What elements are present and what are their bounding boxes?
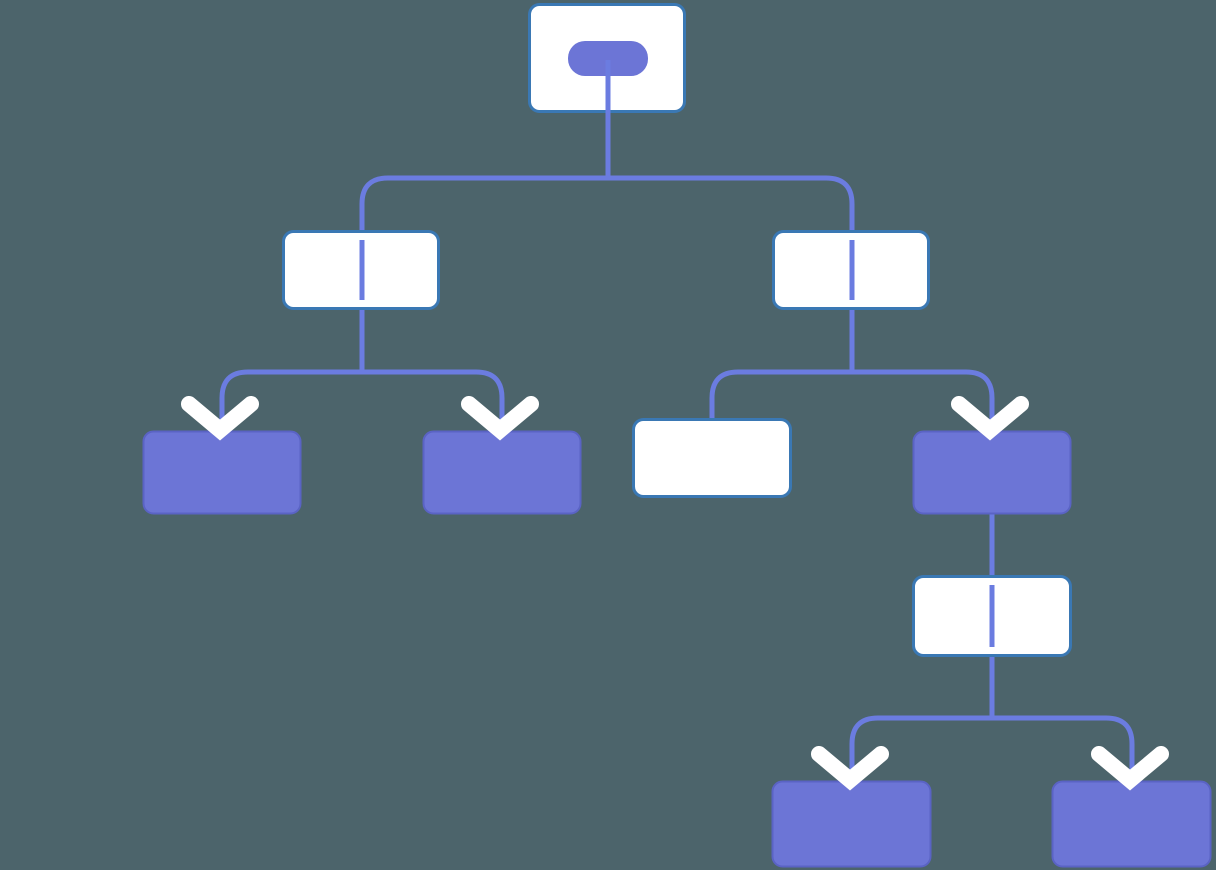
leaf-node-2-shape[interactable]: [422, 430, 582, 515]
chevron-glyph-layer: [181, 396, 1169, 791]
edge-branch-left-to-leaf-1[interactable]: [219, 369, 362, 432]
edge-root-to-branch-left[interactable]: [359, 175, 608, 312]
chevron-down-icon-leaf-1: [181, 396, 259, 441]
chevron-down-icon-leaf-5: [1091, 746, 1169, 791]
edge-overlay-layer: [359, 60, 995, 647]
leaf-node-1-shape[interactable]: [142, 430, 302, 515]
edge-branch-right-to-leaf-3[interactable]: [709, 369, 852, 420]
chevron-down-icon-branch-lower: [951, 396, 1029, 441]
edge-branch-deep-to-leaf-4[interactable]: [849, 715, 992, 782]
collapsed-node-pill[interactable]: [568, 41, 648, 76]
leaf-node-5[interactable]: [1051, 780, 1212, 868]
edge-branch-right-to-branch-lower[interactable]: [852, 369, 995, 432]
leaf-node-4-shape[interactable]: [771, 780, 932, 868]
node-layer: [142, 3, 1212, 868]
leaf-node-3-shape[interactable]: [632, 418, 792, 498]
branch-node-right-lower-shape[interactable]: [912, 430, 1072, 515]
edge-root-to-branch-right[interactable]: [608, 175, 855, 312]
chevron-down-icon-leaf-2: [461, 396, 539, 441]
leaf-node-2[interactable]: [422, 430, 582, 515]
root-node[interactable]: [528, 3, 686, 113]
branch-node-right-lower[interactable]: [912, 430, 1072, 515]
leaf-node-4[interactable]: [771, 780, 932, 868]
edge-branch-left-to-leaf-2[interactable]: [362, 369, 505, 432]
edge-branch-deep-to-leaf-5[interactable]: [992, 715, 1135, 782]
leaf-node-3[interactable]: [632, 418, 792, 498]
leaf-node-5-shape[interactable]: [1051, 780, 1212, 868]
chevron-down-icon-leaf-4: [811, 746, 889, 791]
leaf-node-1[interactable]: [142, 430, 302, 515]
